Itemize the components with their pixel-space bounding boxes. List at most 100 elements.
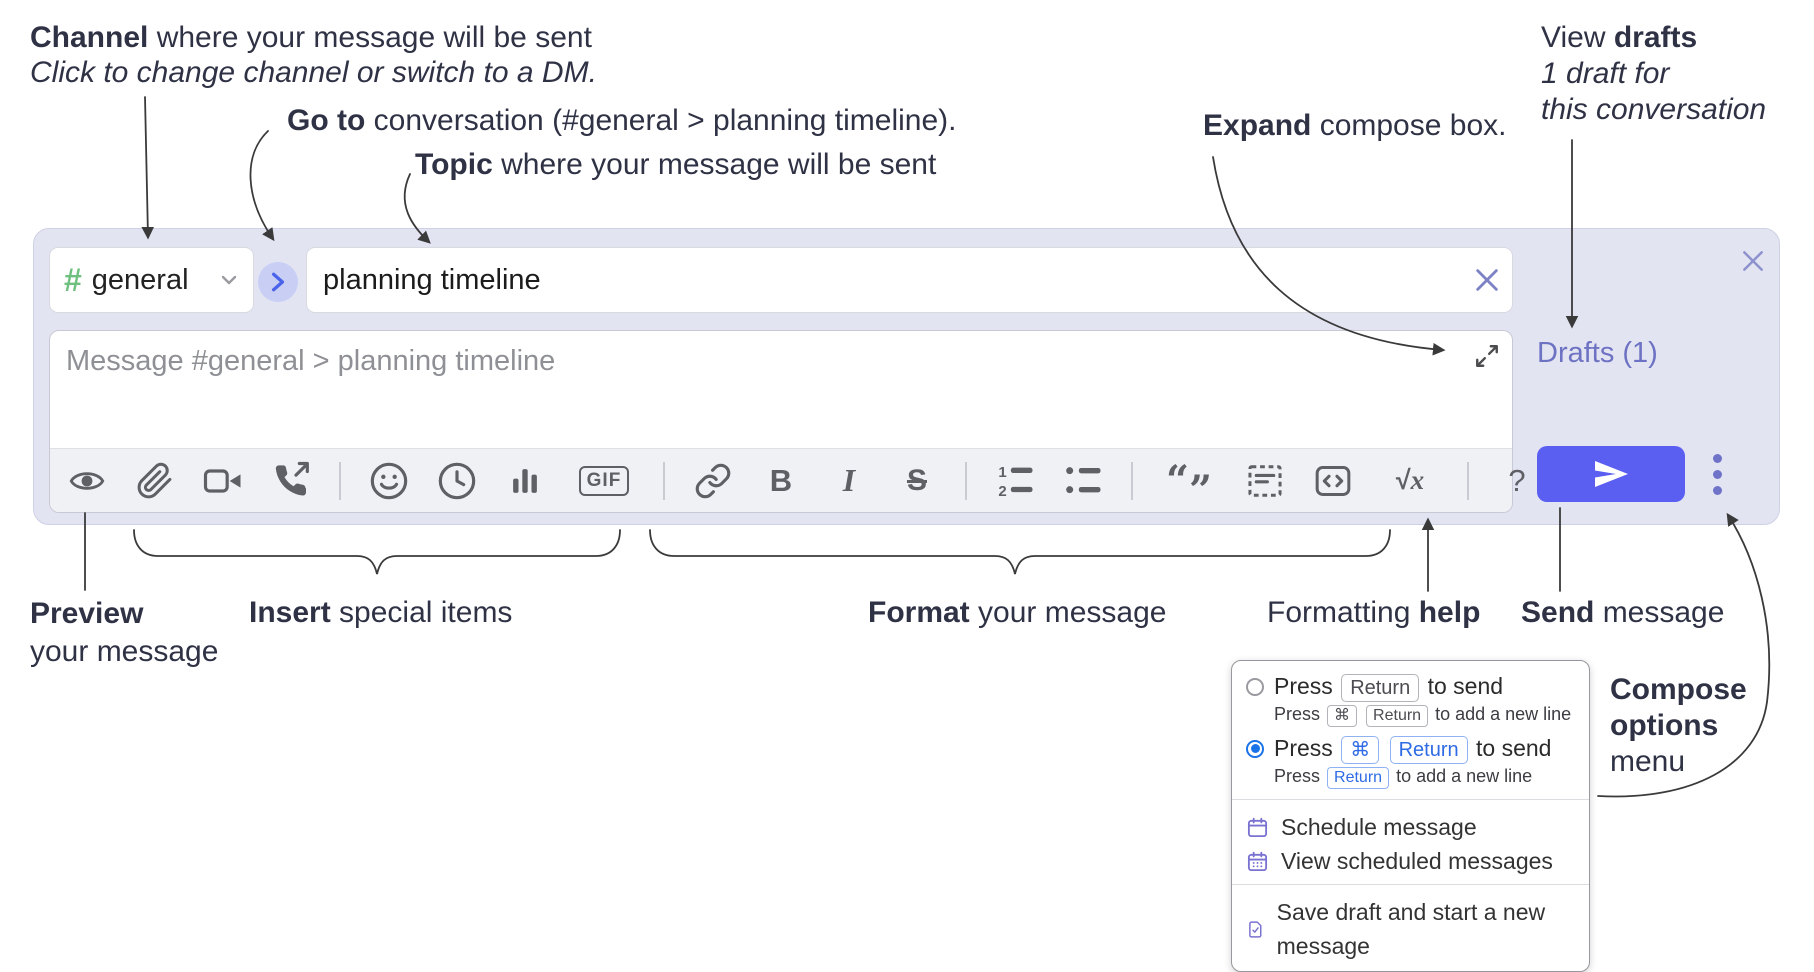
expand-compose-icon[interactable] <box>1474 343 1500 369</box>
return-key: Return <box>1389 736 1468 764</box>
strikethrough-button[interactable]: S <box>897 458 937 504</box>
gif-button[interactable]: GIF <box>573 458 635 504</box>
audio-call-button[interactable] <box>271 458 311 504</box>
arrow-goto <box>249 130 275 242</box>
toolbar-separator <box>1131 461 1133 500</box>
send-shortcut-section: Press Return to send Press ⌘ Return to a… <box>1232 661 1589 799</box>
message-box: GIF B I S 1 2 <box>49 330 1526 514</box>
math-button[interactable]: √x <box>1381 458 1439 504</box>
cmd-key: ⌘ <box>1341 736 1380 764</box>
formatting-help-button[interactable]: ? <box>1497 458 1537 504</box>
kebab-dot <box>1712 469 1722 479</box>
italic-icon: I <box>842 462 856 498</box>
bulleted-list-icon <box>1066 466 1101 493</box>
schedule-message-item[interactable]: Schedule message <box>1246 810 1575 844</box>
clock-icon <box>438 462 476 499</box>
draft-section: Save draft and start a new message <box>1232 884 1589 971</box>
toolbar-separator <box>339 461 341 500</box>
emoji-button[interactable] <box>369 458 409 504</box>
close-compose-icon[interactable] <box>1740 248 1766 274</box>
quote-icon: “ <box>1165 456 1189 504</box>
brace-format-group <box>649 529 1391 575</box>
phone-outgoing-icon <box>275 461 309 496</box>
chevron-right-icon <box>271 272 285 292</box>
save-draft-icon <box>1249 920 1262 938</box>
channel-selector[interactable]: # general <box>49 247 254 313</box>
channel-hash-icon: # <box>64 261 82 298</box>
poll-button[interactable] <box>505 458 545 504</box>
code-icon <box>1315 465 1351 496</box>
drafts-link[interactable]: Drafts (1) <box>1537 337 1658 369</box>
numbered-list-icon: 1 2 <box>998 463 1033 500</box>
toolbar-separator <box>965 461 967 500</box>
calendar-icon <box>1247 817 1268 837</box>
calendar-grid-icon <box>1247 851 1268 871</box>
annotation-channel-line2: Click to change channel or switch to a D… <box>30 56 597 89</box>
goto-conversation-button[interactable] <box>258 262 298 302</box>
paperclip-icon <box>137 462 172 498</box>
bulleted-list-button[interactable] <box>1063 458 1103 504</box>
numbered-list-button[interactable]: 1 2 <box>995 458 1035 504</box>
radio-option-return-subtext: Press ⌘ Return to add a new line <box>1246 702 1575 727</box>
bold-button[interactable]: B <box>761 458 801 504</box>
send-icon <box>1595 461 1628 487</box>
bold-icon: B <box>769 462 793 498</box>
compose-options-button[interactable] <box>1703 448 1731 500</box>
svg-text:1: 1 <box>998 463 1006 480</box>
code-button[interactable] <box>1313 458 1353 504</box>
strikethrough-icon: S <box>906 463 927 497</box>
radio-option-cmd-return-subtext: Press Return to add a new line <box>1246 764 1575 789</box>
annotation-format: Format your message <box>868 596 1167 629</box>
radio-option-cmd-return-to-send[interactable]: Press ⌘ Return to send <box>1246 733 1575 764</box>
channel-name: general <box>91 263 189 296</box>
view-scheduled-messages-item[interactable]: View scheduled messages <box>1246 844 1575 878</box>
link-button[interactable] <box>693 458 733 504</box>
chevron-down-icon <box>221 275 237 285</box>
annotation-channel-bold: Channel <box>30 21 149 54</box>
kebab-dot <box>1712 453 1722 463</box>
radio-selected-icon[interactable] <box>1246 739 1264 758</box>
spoiler-button[interactable] <box>1245 458 1285 504</box>
return-key: Return <box>1366 705 1429 727</box>
annotation-topic: Topic where your message will be sent <box>415 148 937 181</box>
compose-box: # general <box>33 228 1780 525</box>
eye-icon <box>69 471 105 490</box>
smiley-icon <box>370 462 408 499</box>
video-camera-icon <box>203 468 241 493</box>
radio-option-return-to-send[interactable]: Press Return to send <box>1246 671 1575 702</box>
quote-button[interactable]: “” <box>1165 456 1213 514</box>
message-textarea[interactable] <box>50 331 1512 443</box>
link-icon <box>695 463 731 498</box>
annotation-send: Send message <box>1521 596 1725 629</box>
cmd-key: ⌘ <box>1327 705 1358 727</box>
preview-button[interactable] <box>67 458 107 504</box>
svg-text:2: 2 <box>998 483 1006 500</box>
annotation-insert: Insert special items <box>249 596 513 629</box>
radio-unselected-icon[interactable] <box>1246 677 1264 696</box>
video-call-button[interactable] <box>203 458 243 504</box>
annotation-preview: Preview your message <box>30 597 219 668</box>
return-key: Return <box>1341 674 1420 702</box>
italic-button[interactable]: I <box>829 458 869 504</box>
attach-file-button[interactable] <box>135 458 175 504</box>
annotation-view-drafts: View drafts 1 draft for this conversatio… <box>1541 21 1767 126</box>
arrow-channel <box>141 96 155 240</box>
topic-clear-icon[interactable] <box>1473 266 1501 294</box>
save-draft-item[interactable]: Save draft and start a new message <box>1246 895 1575 963</box>
brace-insert-group <box>133 529 621 575</box>
global-time-button[interactable] <box>437 458 477 504</box>
question-mark-icon: ? <box>1508 462 1526 498</box>
toolbar-separator <box>1467 461 1469 500</box>
math-icon: √x <box>1395 465 1425 495</box>
annotation-formatting-help: Formatting help <box>1267 596 1481 629</box>
send-button[interactable] <box>1537 446 1685 502</box>
annotation-channel-rest: where your message will be sent <box>148 21 592 54</box>
toolbar-separator <box>663 461 665 500</box>
compose-options-menu: Press Return to send Press ⌘ Return to a… <box>1231 660 1590 972</box>
schedule-section: Schedule message View scheduled messages <box>1232 799 1589 884</box>
annotation-channel: Channel where your message will be sent … <box>30 20 597 90</box>
annotation-compose-options: Compose options menu <box>1610 673 1747 778</box>
topic-input[interactable] <box>306 247 1513 313</box>
annotation-goto: Go to conversation (#general > planning … <box>287 104 957 137</box>
kebab-dot <box>1712 485 1722 495</box>
